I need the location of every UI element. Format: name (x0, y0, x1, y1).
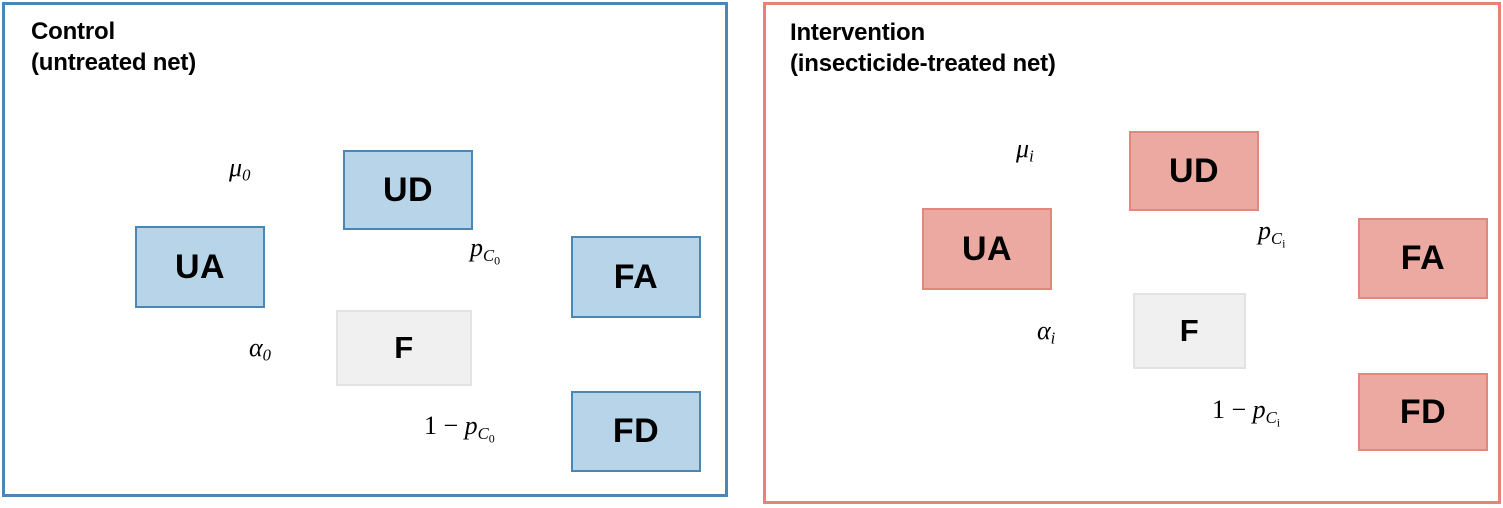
p-subscript-c: C (477, 423, 489, 443)
mu-symbol: μ (1016, 134, 1030, 163)
p-subscript-index: 0 (494, 253, 501, 268)
p-symbol: p (464, 411, 478, 440)
node-control-ud[interactable]: UD (343, 150, 473, 230)
p-subscript: C0 (477, 423, 495, 446)
panel-intervention-title: Intervention (insecticide-treated net) (790, 19, 1056, 77)
edge-label-control-mu: μ0 (229, 153, 250, 186)
edge-label-control-one-minus-p: 1 − pC0 (424, 411, 495, 446)
node-intervention-f[interactable]: F (1133, 293, 1246, 369)
p-subscript-index: i (1276, 415, 1281, 430)
alpha-symbol: α (1037, 316, 1051, 345)
p-subscript-index: 0 (488, 431, 495, 446)
p-symbol: p (470, 233, 483, 262)
alpha-symbol: α (249, 333, 263, 362)
edge-label-control-p: pC0 (470, 233, 500, 268)
p-subscript-index: i (1282, 236, 1286, 251)
node-intervention-ua[interactable]: UA (922, 208, 1052, 290)
p-subscript-c: C (1265, 407, 1277, 427)
p-subscript-c: C (1271, 228, 1283, 248)
edge-label-intervention-one-minus-p: 1 − pCi (1212, 395, 1280, 430)
one-minus-text: 1 − (424, 411, 465, 440)
p-symbol: p (1252, 395, 1266, 424)
mu-symbol: μ (229, 153, 243, 182)
p-subscript: Ci (1265, 407, 1281, 430)
node-control-f[interactable]: F (336, 310, 472, 386)
edge-label-intervention-p: pCi (1258, 216, 1285, 251)
mu-subscript: 0 (242, 165, 251, 185)
node-control-fa[interactable]: FA (571, 236, 701, 318)
p-subscript-c: C (483, 245, 495, 265)
node-control-fd[interactable]: FD (571, 391, 701, 472)
edge-label-intervention-mu: μi (1016, 134, 1034, 167)
node-intervention-fd[interactable]: FD (1358, 373, 1488, 451)
alpha-subscript: 0 (262, 345, 271, 365)
mu-subscript: i (1029, 146, 1034, 166)
one-minus-text: 1 − (1212, 395, 1253, 424)
p-subscript: C0 (483, 245, 501, 268)
p-subscript: Ci (1271, 228, 1286, 251)
node-intervention-fa[interactable]: FA (1358, 218, 1488, 299)
edge-label-control-alpha: α0 (249, 333, 271, 366)
edge-label-intervention-alpha: αi (1037, 316, 1055, 349)
p-symbol: p (1258, 216, 1271, 245)
alpha-subscript: i (1050, 328, 1056, 348)
panel-control-title: Control (untreated net) (31, 18, 197, 76)
node-intervention-ud[interactable]: UD (1129, 131, 1259, 211)
node-control-ua[interactable]: UA (135, 226, 265, 308)
